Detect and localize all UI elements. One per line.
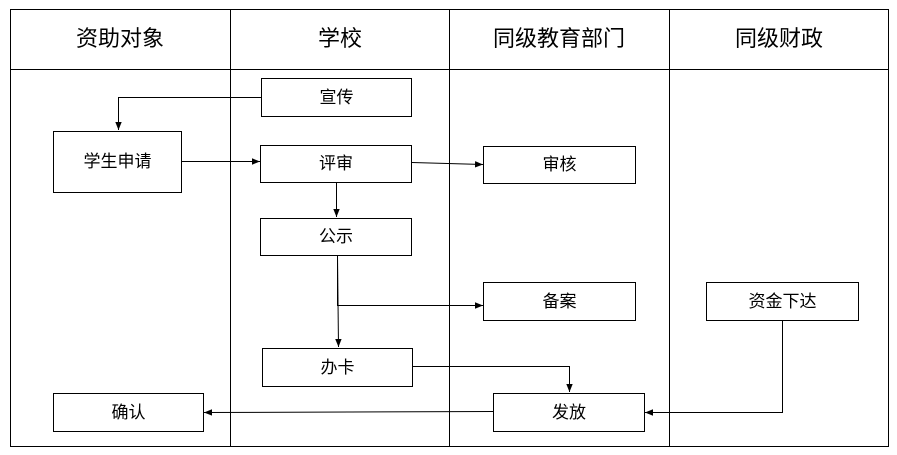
node-distribution: 发放	[493, 393, 645, 432]
arrow-publicity-to-card	[335, 255, 342, 348]
node-publicity: 公示	[260, 218, 412, 256]
node-label: 宣传	[320, 88, 354, 108]
node-label: 学生申请	[84, 152, 152, 172]
node-filing: 备案	[483, 282, 636, 321]
lane-header-funding-recipient: 资助对象	[76, 27, 164, 52]
arrow-xuanchuan-to-application	[115, 97, 261, 130]
arrow-card-to-distribution	[413, 366, 573, 392]
flow-arrows	[115, 97, 783, 416]
node-card-issuance: 办卡	[262, 348, 413, 387]
lane-headers: 资助对象 学校 同级教育部门 同级财政	[76, 27, 823, 52]
arrow-publicity-to-filing	[337, 256, 483, 309]
node-label: 确认	[112, 403, 146, 423]
flow-nodes: 宣传 学生申请 评审 审核 公示 备案 资金下达 办卡	[53, 78, 859, 432]
node-confirm: 确认	[53, 393, 204, 432]
node-label: 资金下达	[749, 292, 817, 312]
node-label: 办卡	[321, 358, 355, 378]
node-label: 备案	[543, 292, 577, 312]
node-audit: 审核	[483, 146, 636, 184]
node-funding-allocation: 资金下达	[706, 282, 859, 321]
node-label: 评审	[319, 154, 353, 174]
node-label: 发放	[552, 403, 586, 423]
node-xuanchuan: 宣传	[261, 78, 412, 117]
lane-header-education-dept: 同级教育部门	[493, 27, 625, 52]
lane-header-finance: 同级财政	[735, 27, 823, 52]
node-label: 公示	[319, 227, 353, 247]
arrow-funding-to-distribution	[645, 320, 783, 416]
node-student-application: 学生申请	[53, 131, 182, 193]
arrow-review-to-audit	[411, 161, 484, 168]
arrow-distribution-to-confirm	[203, 409, 494, 416]
node-review: 评审	[260, 145, 412, 183]
swimlane-grid	[10, 9, 889, 447]
node-label: 审核	[543, 155, 577, 175]
lane-header-school: 学校	[318, 27, 362, 52]
